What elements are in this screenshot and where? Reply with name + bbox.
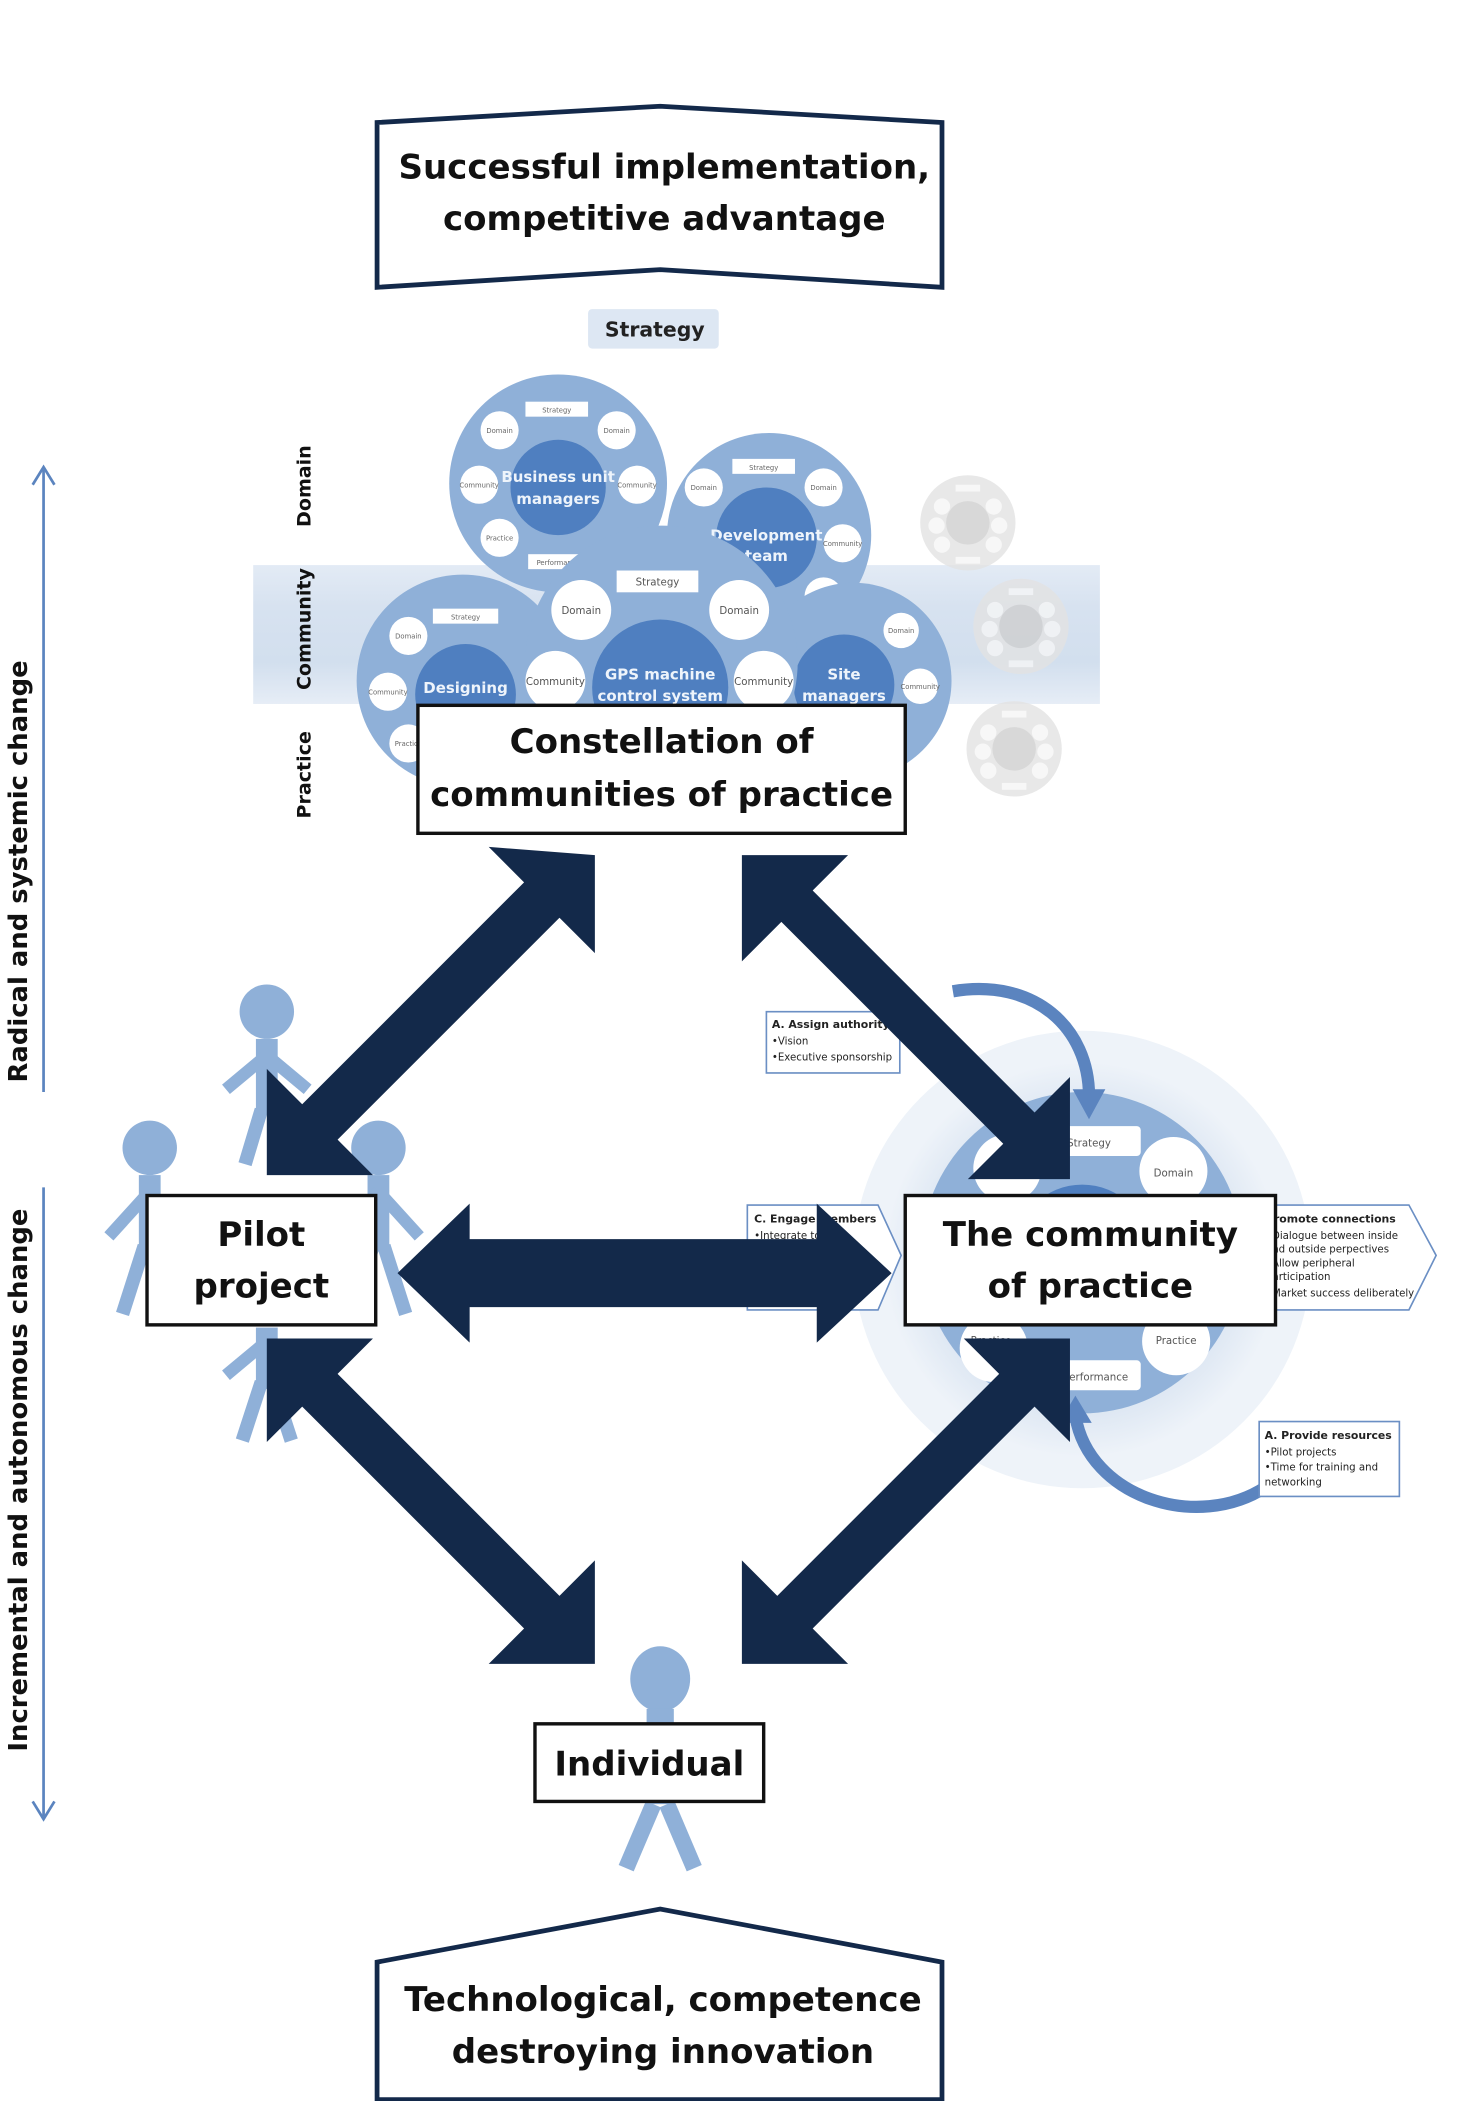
svg-text:and outside perpectives: and outside perpectives — [1266, 1245, 1389, 1256]
bubble-label: GPS machine — [605, 665, 715, 683]
svg-text:Community: Community — [368, 688, 407, 696]
svg-text:A. Provide resources: A. Provide resources — [1265, 1429, 1392, 1442]
svg-text:Domain: Domain — [888, 627, 914, 635]
outcome-line-1: Successful implementation, — [398, 147, 930, 187]
community-of-practice-box: The community of practice — [903, 1193, 1278, 1327]
strategy-tag: Strategy — [588, 309, 719, 349]
svg-text:•Integrate to: •Integrate to — [754, 1231, 820, 1242]
individual-label: Individual — [554, 1745, 744, 1785]
arrows — [266, 846, 1070, 1664]
individual-box: Individual — [533, 1722, 766, 1804]
svg-text:Promote connections: Promote connections — [1266, 1213, 1396, 1226]
svg-text:networking: networking — [1265, 1478, 1322, 1489]
svg-text:Strategy: Strategy — [636, 578, 680, 589]
ghost-community-2 — [973, 578, 1069, 675]
constellation-box: Constellation of communities of practice — [416, 703, 907, 836]
svg-text:•Market success deliberately: •Market success deliberately — [1266, 1288, 1414, 1299]
svg-text:•Dialogue between inside: •Dialogue between inside — [1266, 1231, 1398, 1242]
svg-text:Domain: Domain — [691, 484, 717, 492]
svg-text:•Vision: •Vision — [772, 1036, 808, 1047]
cycle-arrow-top-icon — [951, 982, 1096, 1097]
svg-text:•Time for training and: •Time for training and — [1265, 1463, 1378, 1474]
svg-text:participation: participation — [1266, 1272, 1330, 1283]
axis-up-arrow-icon — [31, 464, 56, 486]
layer-community-label: Community — [293, 568, 315, 691]
driver-line-1: Technological, competence — [404, 1980, 921, 2020]
svg-text:managers: managers — [802, 687, 886, 705]
svg-text:Domain: Domain — [603, 427, 629, 435]
pilot-line-1: Pilot — [217, 1215, 305, 1255]
pilot-line-2: project — [194, 1267, 330, 1307]
svg-text:Domain: Domain — [810, 484, 836, 492]
svg-text:•Pilot projects: •Pilot projects — [1265, 1448, 1337, 1459]
svg-text:control system: control system — [597, 687, 722, 705]
svg-text:Community: Community — [526, 677, 585, 688]
driver-box: Technological, competence destroying inn… — [374, 1906, 945, 2101]
layer-labels: Domain Community Practice — [293, 445, 315, 818]
svg-text:Practice: Practice — [1156, 1336, 1197, 1347]
bubble-label: Business unit — [501, 468, 615, 486]
svg-text:Community: Community — [823, 540, 862, 548]
svg-text:C. Engage members: C. Engage members — [754, 1213, 876, 1226]
bubble-label: Site — [827, 665, 860, 683]
constellation-line-1: Constellation of — [510, 722, 815, 762]
svg-text:Strategy: Strategy — [451, 614, 480, 622]
outcome-line-2: competitive advantage — [443, 199, 886, 239]
svg-text:Community: Community — [459, 481, 498, 489]
svg-text:Domain: Domain — [719, 606, 759, 617]
double-arrow-pilot-cop-icon — [397, 1203, 892, 1343]
svg-text:Domain: Domain — [561, 606, 601, 617]
bubble-label: Development — [710, 527, 822, 545]
cycle-arrow-top-head-icon — [1072, 1089, 1106, 1120]
cop-line-1: The community — [943, 1215, 1238, 1255]
double-arrow-constellation-pilot-icon — [266, 846, 595, 1176]
double-arrow-cop-individual-icon — [741, 1338, 1070, 1664]
double-arrow-pilot-individual-icon — [266, 1338, 595, 1664]
svg-text:•Executive sponsorship: •Executive sponsorship — [772, 1053, 892, 1064]
svg-text:Domain: Domain — [1154, 1168, 1194, 1179]
svg-text:Domain: Domain — [395, 633, 421, 641]
svg-text:Domain: Domain — [486, 427, 512, 435]
svg-text:Community: Community — [734, 677, 793, 688]
constellation-line-2: communities of practice — [430, 775, 893, 815]
axis-lower-label: Incremental and autonomous change — [4, 1209, 34, 1752]
cycle-arrow-bottom-icon — [1069, 1414, 1270, 1513]
double-arrow-constellation-cop-icon — [741, 855, 1070, 1180]
svg-text:Community: Community — [617, 481, 656, 489]
layer-domain-label: Domain — [293, 445, 315, 527]
svg-text:Performance: Performance — [537, 559, 580, 567]
layer-practice-label: Practice — [293, 731, 315, 818]
strategy-tag-label: Strategy — [605, 317, 705, 341]
change-axis: Radical and systemic change Incremental … — [4, 464, 56, 1822]
axis-upper-label: Radical and systemic change — [4, 660, 34, 1082]
ghost-community-3 — [966, 701, 1062, 797]
bubble-label: Designing — [423, 679, 507, 697]
svg-text:Strategy: Strategy — [749, 464, 778, 472]
svg-text:managers: managers — [516, 490, 600, 508]
svg-text:Performance: Performance — [1063, 1373, 1128, 1384]
cop-line-2: of practice — [988, 1267, 1193, 1307]
note-promote-connections: Promote connections •Dialogue between in… — [1258, 1204, 1438, 1311]
note-provide-resources: A. Provide resources •Pilot projects •Ti… — [1258, 1420, 1401, 1498]
svg-text:Practice: Practice — [486, 535, 513, 543]
pilot-project-box: Pilot project — [145, 1193, 378, 1327]
axis-down-arrow-icon — [31, 1800, 56, 1822]
svg-text:team: team — [745, 547, 788, 565]
outcome-box: Successful implementation, competitive a… — [374, 103, 945, 290]
driver-line-2: destroying innovation — [452, 2032, 874, 2072]
svg-text:Strategy: Strategy — [1067, 1138, 1111, 1149]
svg-text:Practice: Practice — [395, 740, 422, 748]
svg-text:•Allow peripheral: •Allow peripheral — [1266, 1258, 1355, 1269]
svg-text:Community: Community — [901, 683, 940, 691]
svg-text:Strategy: Strategy — [542, 407, 571, 415]
ghost-community-1 — [920, 475, 1016, 571]
note-assign-authority: A. Assign authority •Vision •Executive s… — [765, 1010, 901, 1074]
svg-text:A. Assign authority: A. Assign authority — [772, 1018, 890, 1031]
